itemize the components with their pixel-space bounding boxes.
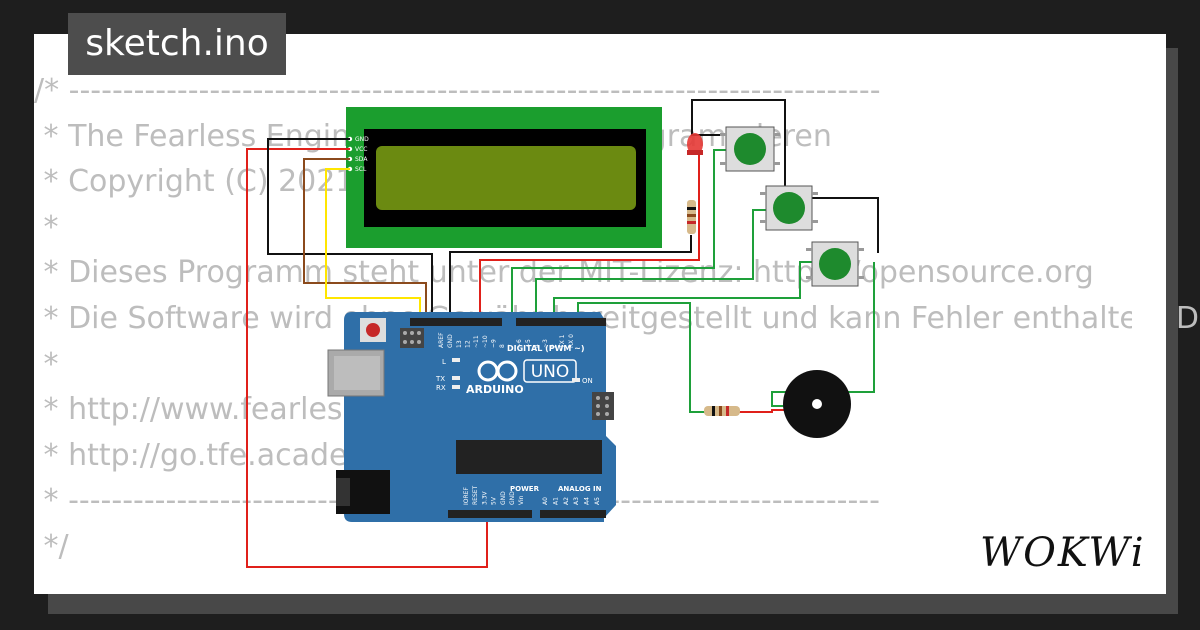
piezo-buzzer[interactable] (783, 370, 851, 438)
wire-black-gnd (267, 138, 433, 322)
pin-label: 13 (456, 340, 463, 348)
pin-label: GND (509, 491, 516, 505)
l-label: L (442, 358, 446, 366)
pin-label: IOREF (463, 487, 470, 505)
pin-label: A1 (552, 497, 559, 505)
lcd-pin-sda: SDA (355, 156, 368, 163)
code-line: * (34, 209, 59, 245)
red-led[interactable] (687, 133, 703, 155)
pin-label: A0 (542, 497, 549, 505)
pin-label: RESET (472, 485, 479, 505)
pin-label: Vin (518, 495, 525, 505)
pushbutton-1[interactable] (720, 126, 780, 172)
lcd-pin-vcc: VCC (355, 146, 367, 153)
code-line: */ (34, 528, 69, 564)
lcd-pin-gnd: GND (355, 136, 369, 143)
right-mask (1132, 34, 1166, 594)
code-line: * (34, 346, 59, 382)
pin-label: A2 (563, 497, 570, 505)
arduino-uno-board[interactable]: UNO ARDUINO DIGITAL (PWM ~) ON L TX RX P… (327, 312, 616, 522)
wire-green-buzzer (577, 302, 708, 413)
pin-label: ~3 (542, 339, 549, 348)
pin-label: ~6 (516, 339, 523, 348)
pin-label: TX 1 (559, 334, 566, 349)
bottom-shadow-mask (48, 594, 1178, 614)
resistor-led[interactable] (687, 200, 696, 234)
board-model: UNO (531, 362, 570, 382)
wires (246, 99, 879, 568)
board-brand: ARDUINO (466, 383, 524, 396)
wire-brown-sda (303, 158, 427, 322)
arduino-logo-icon (477, 360, 518, 382)
wire-yellow-scl (325, 168, 421, 322)
wire-red-vcc (246, 148, 488, 568)
pin-label: 7 (508, 344, 515, 348)
tx-label: TX (435, 375, 445, 383)
resistor-buzzer[interactable] (704, 406, 740, 416)
file-tab[interactable]: sketch.ino (68, 13, 286, 75)
pushbutton-3[interactable] (806, 241, 864, 287)
wire-green-btn2 (535, 209, 768, 322)
aref-label: AREF (438, 332, 445, 348)
lcd-display[interactable]: GND VCC SDA SCL (346, 107, 662, 248)
gnd-label: GND (447, 334, 454, 348)
pin-label: A5 (594, 497, 601, 505)
pushbutton-2[interactable] (760, 185, 818, 231)
pin-label: ~5 (525, 339, 532, 348)
on-label: ON (582, 377, 593, 385)
wire-green-buzzer-gnd (771, 262, 875, 407)
power-label: POWER (510, 485, 540, 493)
pin-label: 4 (533, 344, 540, 348)
lcd-pin-scl: SCL (355, 166, 367, 173)
wire-black-gnd-2 (449, 235, 692, 322)
wire-black-buttons-2 (812, 197, 879, 253)
code-line: * Copyright (C) 2021 (34, 164, 355, 200)
pin-label: ~10 (482, 335, 489, 348)
wire-black-buttons-1 (691, 99, 786, 205)
pin-label: 2 (551, 344, 558, 348)
code-line: /* -------------------------------------… (34, 73, 881, 108)
pin-label: ~9 (490, 339, 497, 348)
pin-label: 5V (491, 496, 498, 505)
wire-green-btn3 (553, 261, 814, 322)
pin-label: ~11 (473, 335, 480, 348)
wire-green-btn1 (511, 149, 730, 322)
pin-label: 8 (499, 344, 506, 348)
pin-label: RX 0 (568, 334, 575, 348)
wire-red-buzzer (736, 409, 788, 413)
wire-red-led (479, 155, 700, 322)
rx-label: RX (436, 384, 446, 392)
pin-label: A3 (573, 497, 580, 505)
pin-label: GND (500, 491, 507, 505)
wokwi-logo-text: WOKWi (980, 530, 1146, 576)
wokwi-logo: WOKWi (980, 530, 1146, 576)
pin-label: A4 (584, 497, 591, 505)
pin-label: 12 (465, 340, 472, 348)
digital-label: DIGITAL (PWM ~) (507, 344, 585, 353)
pin-label: 3.3V (481, 490, 488, 505)
analog-label: ANALOG IN (558, 485, 602, 493)
